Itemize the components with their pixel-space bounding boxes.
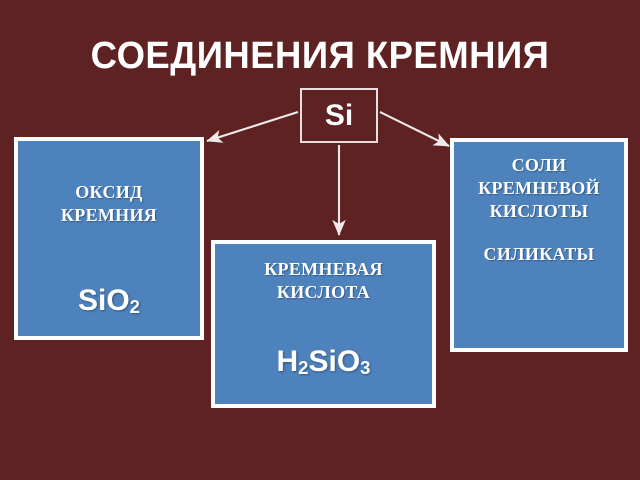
formula-part-hydrogen: H [276,345,299,378]
formula-base: SiO [77,284,130,317]
formula-subscript: 2 [129,296,141,318]
concept-box-silicon-oxide-formula: SiO2 [78,285,140,320]
concept-box-silicon-oxide-heading: ОКСИД КРЕМНИЯ [60,182,158,225]
concept-box-silicon-oxide: ОКСИД КРЕМНИЯ SiO2 [14,137,204,340]
concept-box-silicate-salts-subheading: СИЛИКАТЫ [483,244,595,264]
element-symbol-label: Si [324,98,354,132]
formula-subscript-oxygen: 3 [360,357,371,379]
concept-box-silicate-salts-heading: СОЛИ КРЕМНЕВОЙ КИСЛОТЫ [478,155,600,221]
arrow-si-to-salts [379,111,450,147]
arrow-si-to-oxide [206,110,299,143]
element-box-silicon: Si [300,88,378,143]
concept-box-silicate-salts: СОЛИ КРЕМНЕВОЙ КИСЛОТЫ СИЛИКАТЫ [450,138,628,352]
formula-subscript-hydrogen: 2 [298,357,309,379]
concept-box-silicic-acid: КРЕМНЕВАЯ КИСЛОТА H2SiO3 [211,240,436,408]
concept-box-silicic-acid-formula: H2SiO3 [276,346,370,381]
formula-part-silicate: SiO [308,345,361,378]
page-title: СОЕДИНЕНИЯ КРЕМНИЯ [90,35,550,77]
concept-box-silicic-acid-heading: КРЕМНЕВАЯ КИСЛОТА [264,259,383,302]
